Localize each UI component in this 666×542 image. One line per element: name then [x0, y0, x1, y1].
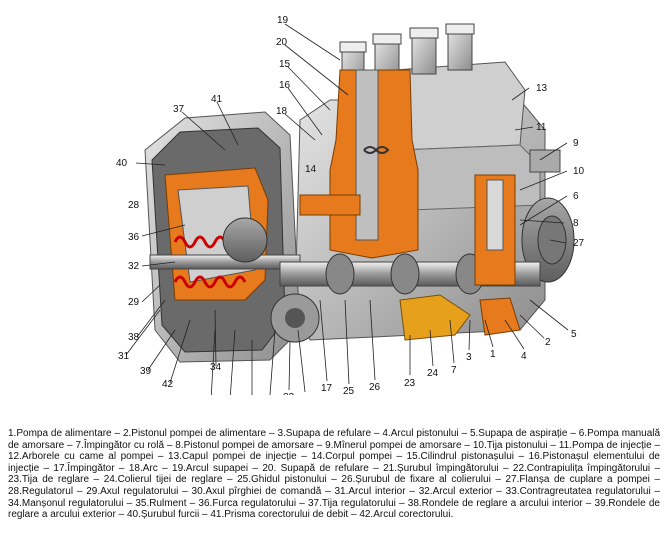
callout-3: 3 [466, 352, 472, 363]
callout-6: 6 [573, 191, 579, 202]
legend-item: 31.Arcul interior – [334, 485, 415, 497]
legend-item: 4.Arcul pistonului – [382, 428, 468, 439]
legend-item: 21.Șurubul împingătorului – [383, 462, 509, 474]
legend-item: 23.Tija de reglare – [8, 474, 100, 486]
legend-item: 29.Axul regulatorului – [86, 485, 188, 497]
legend-item: 18.Arc – [128, 462, 168, 474]
legend-item: 36.Furca regulatorului – [198, 497, 305, 509]
legend-item: 20. Supapă de refulare – [262, 462, 379, 474]
callout-2: 2 [545, 337, 551, 348]
callout-39: 39 [140, 366, 152, 377]
governor-housing [144, 111, 320, 363]
legend-item: 10.Tija pistonului – [472, 439, 556, 451]
legend-item: 13.Capul pompei de injecție – [168, 451, 307, 463]
callout-40: 40 [116, 158, 128, 169]
callout-7: 7 [451, 365, 457, 376]
callout-38: 38 [128, 332, 140, 343]
callout-5: 5 [571, 329, 577, 340]
callout-14: 14 [305, 164, 317, 175]
callout-11: 11 [536, 122, 547, 133]
legend-item: 28.Regulatorul – [8, 485, 83, 497]
callout-25: 25 [343, 386, 355, 395]
legend-item: 15.Cilindrul pistonașului – [406, 451, 525, 463]
callout-41: 41 [211, 94, 223, 105]
callout-22: 22 [283, 392, 295, 395]
legend-item: 40.Șurubul furcii – [126, 509, 208, 521]
callout-1: 1 [490, 349, 496, 360]
legend-item: 12.Arborele cu came al pompei – [8, 451, 164, 463]
leader-lines [125, 23, 569, 401]
callout-4: 4 [521, 351, 527, 362]
callout-27: 27 [573, 238, 585, 249]
callout-36: 36 [128, 232, 140, 243]
legend-item: 17.Împingător – [53, 462, 125, 474]
legend-item: 37.Tija regulatorului – [308, 497, 405, 509]
legend-item: 24.Colierul tijei de reglare – [103, 474, 233, 486]
legend-item: 16.Pistonașul elementului de injecție – [8, 451, 660, 474]
callout-32: 32 [128, 261, 140, 272]
callout-17: 17 [321, 383, 333, 394]
legend-item: 30.Axul pîrghiei de comandă – [191, 485, 331, 497]
callout-16: 16 [279, 80, 291, 91]
legend-item: 41.Prisma corectorului de debit – [210, 509, 357, 521]
legend-item: 9.Mînerul pompei de amorsare – [325, 439, 470, 451]
legend-item: 7.Împingător cu rolă – [75, 439, 173, 451]
legend-item: 42.Arcul corectorului. [359, 509, 454, 521]
callout-28: 28 [128, 200, 140, 211]
callout-24: 24 [427, 368, 439, 379]
callout-19: 19 [277, 15, 289, 26]
injection-element-cutaway [299, 69, 521, 341]
legend-item: 32.Arcul exterior – [418, 485, 502, 497]
legend-item: 38.Rondele de reglare a arcului interior… [407, 497, 592, 509]
callout-15: 15 [279, 59, 291, 70]
legend-item: 19.Arcul supapei – [172, 462, 258, 474]
callout-23: 23 [404, 378, 416, 389]
legend-item: 2.Pistonul pompei de alimentare – [122, 428, 275, 439]
legend-item: 33.Contragreutatea regulatorului – [505, 485, 661, 497]
legend-item: 8.Pistonul pompei de amorsare – [175, 439, 323, 451]
coupling-flange [521, 149, 575, 283]
callout-10: 10 [573, 166, 585, 177]
legend-item: 26.Șurubul de fixare al colierului – [341, 474, 501, 486]
callout-34: 34 [210, 362, 222, 373]
legend-item: 3.Supapa de refulare – [277, 428, 380, 439]
callout-26: 26 [369, 382, 381, 393]
governor-flyweight [222, 217, 268, 263]
callout-9: 9 [573, 138, 579, 149]
legend-item: 27.Flanșa de cuplare a pompei – [505, 474, 661, 486]
legend-item: 11.Pompa de injecție – [558, 439, 661, 451]
legend-item: 1.Pompa de alimentare – [8, 428, 121, 439]
callout-18: 18 [276, 106, 288, 117]
legend-item: 5.Supapa de aspirație – [469, 428, 576, 439]
legend-item: 34.Manșonul regulatorului – [8, 497, 133, 509]
callout-8: 8 [573, 218, 579, 229]
callout-29: 29 [128, 297, 140, 308]
callout-31: 31 [118, 351, 130, 362]
parts-legend: 1.Pompa de alimentare – 2.Pistonul pompe… [8, 428, 660, 521]
drive-gear [270, 293, 320, 343]
injection-pump-cutaway-figure: 19 20 15 16 18 37 41 13 11 9 10 40 28 36… [116, 15, 585, 414]
legend-item: 6.Pompa manuală de amorsare – [8, 428, 661, 451]
callout-13: 13 [536, 83, 548, 94]
legend-item: 14.Corpul pompei – [311, 451, 403, 463]
legend-item: 22.Contrapiulița împingătorului – [512, 462, 661, 474]
legend-item: 35.Rulment – [135, 497, 196, 509]
legend-item: 25.Ghidul pistonului – [237, 474, 337, 486]
callout-37: 37 [173, 104, 185, 115]
legend-item: 39.Rondele de reglare a arcului exterior… [8, 497, 660, 521]
callout-42: 42 [162, 379, 174, 390]
callout-20: 20 [276, 37, 288, 48]
